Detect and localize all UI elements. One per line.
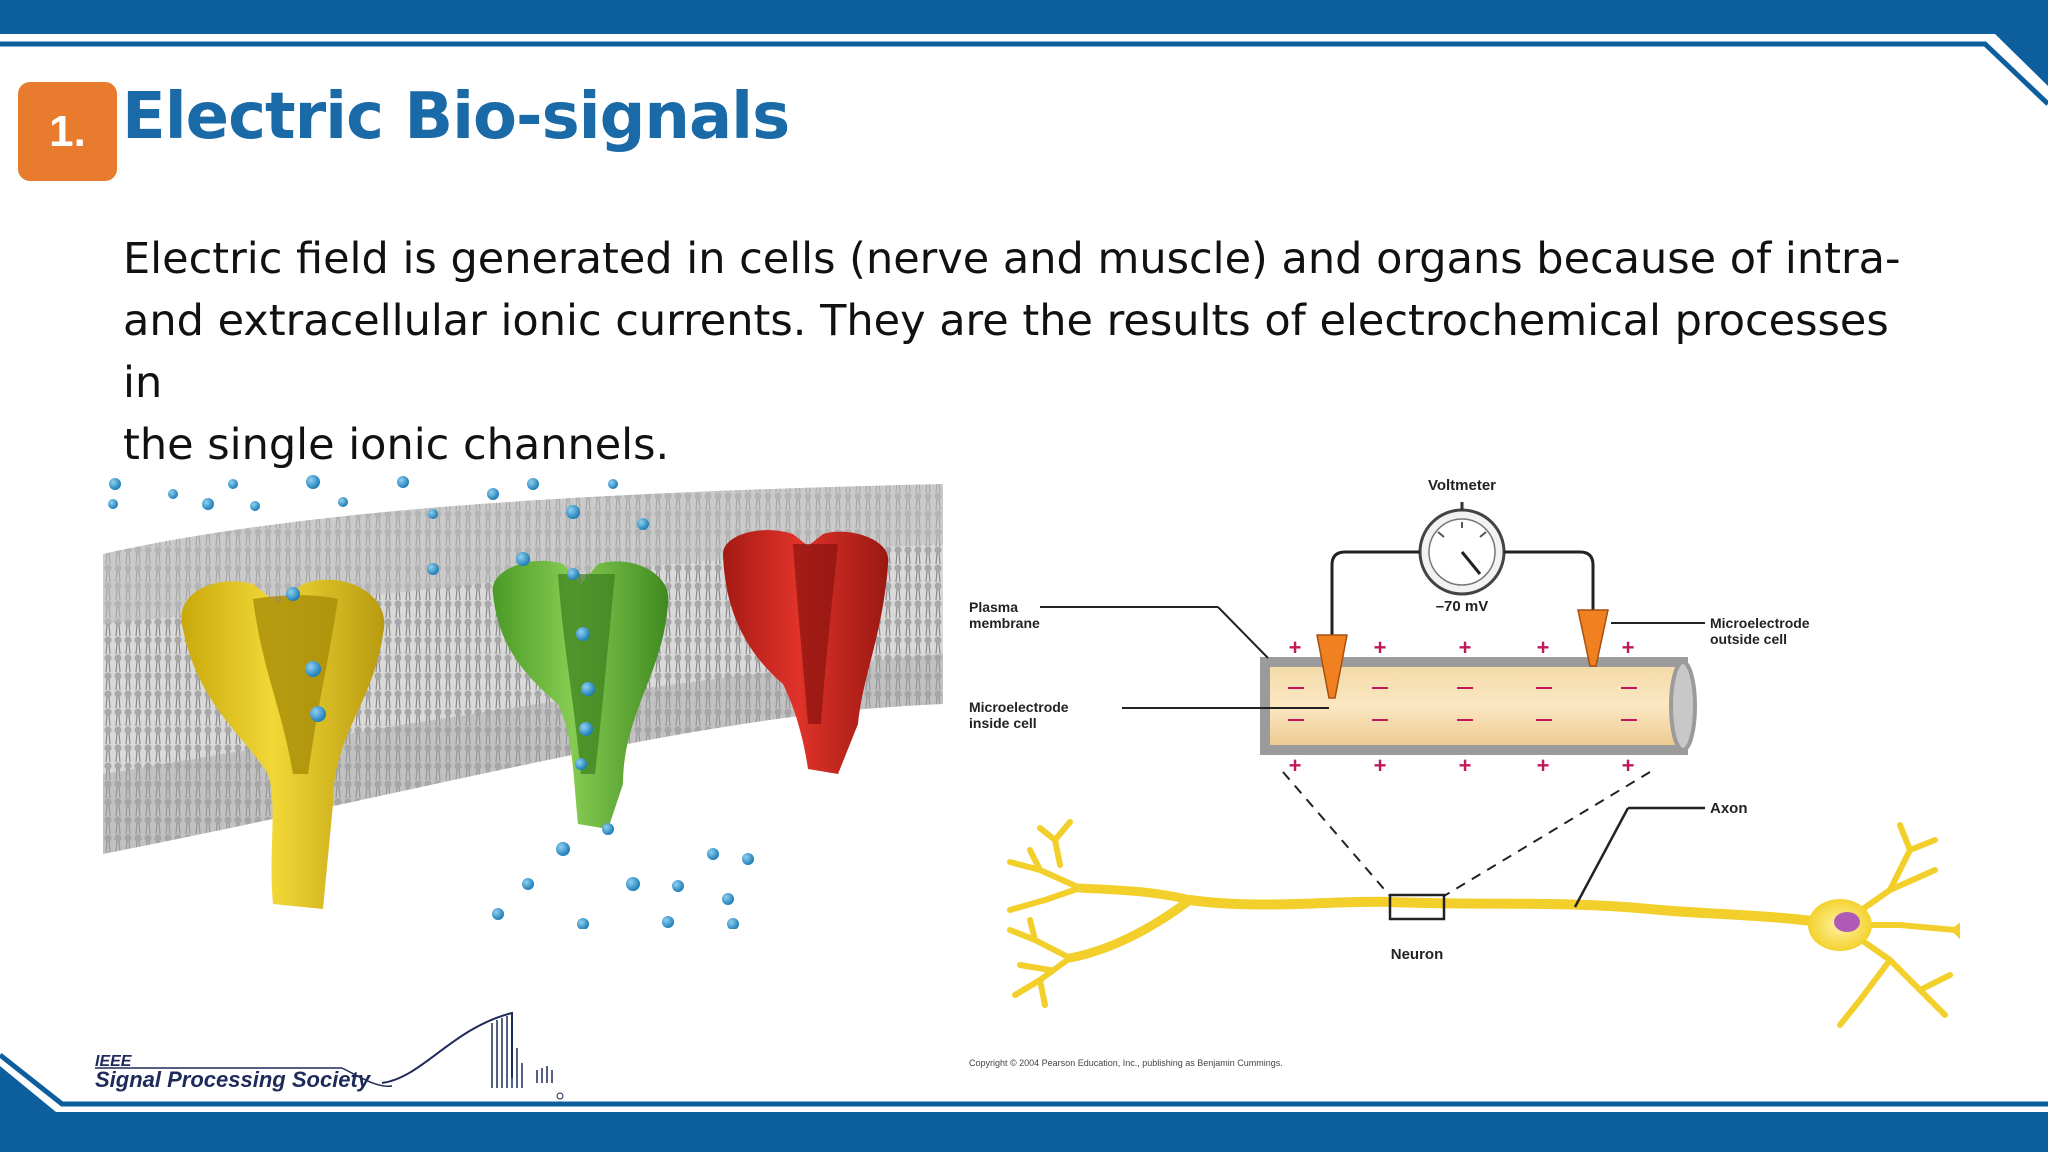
section-number-badge: 1.	[18, 82, 117, 181]
body-line: the single ionic channels.	[123, 420, 670, 470]
neuron-label: Neuron	[1391, 946, 1444, 963]
charge-markers: + + + + + + + + + +	[1289, 635, 1635, 778]
svg-text:+: +	[1289, 635, 1302, 660]
ieee-sps-logo: IEEE Signal Processing Society	[95, 1011, 564, 1100]
membrane-potential-diagram: Voltmeter –70 mV + + + + + + + + + + Plasma	[969, 477, 1960, 1068]
axon-label: Axon	[1710, 800, 1748, 817]
voltage-readout: –70 mV	[1436, 598, 1489, 615]
svg-text:+: +	[1537, 635, 1550, 660]
microelectrode-inside-label-2: inside cell	[969, 715, 1037, 731]
svg-text:+: +	[1459, 753, 1472, 778]
microelectrode-outside-label-2: outside cell	[1710, 631, 1787, 647]
slide-title: Electric Bio-signals	[122, 80, 790, 154]
microelectrode-outside-label: Microelectrode	[1710, 615, 1810, 631]
copyright-text: Copyright © 2004 Pearson Education, Inc.…	[969, 1058, 1283, 1068]
microelectrode-inside-label: Microelectrode	[969, 699, 1069, 715]
svg-text:+: +	[1537, 753, 1550, 778]
svg-text:+: +	[1622, 635, 1635, 660]
svg-text:+: +	[1289, 753, 1302, 778]
ion-channel-illustration	[103, 474, 943, 929]
svg-text:+: +	[1622, 753, 1635, 778]
logo-line-2: Signal Processing Society	[95, 1067, 372, 1092]
body-line: Electric field is generated in cells (ne…	[123, 234, 1901, 284]
logo-line-1: IEEE	[95, 1053, 133, 1070]
plasma-membrane-label-2: membrane	[969, 615, 1040, 631]
body-text: Electric field is generated in cells (ne…	[123, 228, 1903, 476]
body-line: and extracellular ionic currents. They a…	[123, 296, 1889, 408]
svg-text:+: +	[1374, 635, 1387, 660]
svg-text:+: +	[1374, 753, 1387, 778]
svg-text:+: +	[1459, 635, 1472, 660]
voltmeter-label: Voltmeter	[1428, 477, 1496, 494]
plasma-membrane-label: Plasma	[969, 599, 1018, 615]
